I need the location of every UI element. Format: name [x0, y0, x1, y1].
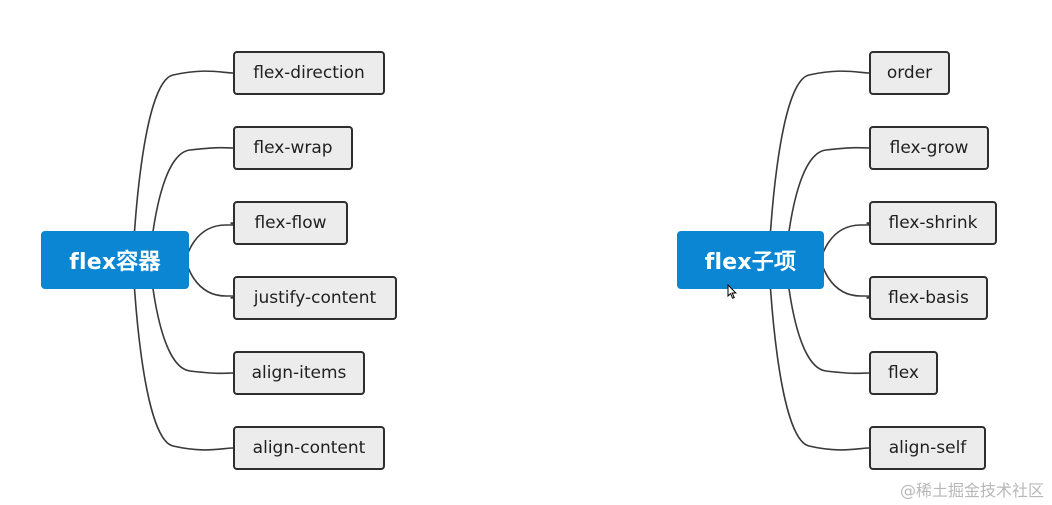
- leaf-node-align-self[interactable]: align-self: [869, 426, 986, 470]
- mouse-pointer-icon: [727, 284, 737, 299]
- leaf-node-justify-content[interactable]: justify-content: [233, 276, 397, 320]
- connector-line: [820, 222, 876, 261]
- root-node-flex-container[interactable]: flex容器: [41, 231, 189, 289]
- watermark-text: @稀土掘金技术社区: [899, 481, 1044, 500]
- leaf-node-flex-shrink[interactable]: flex-shrink: [869, 201, 997, 245]
- connector-line: [820, 259, 876, 299]
- leaf-node-align-items[interactable]: align-items: [233, 351, 365, 395]
- leaf-node-flex-grow[interactable]: flex-grow: [869, 126, 989, 170]
- connector-line: [185, 259, 241, 299]
- leaf-node-flex[interactable]: flex: [869, 351, 938, 395]
- leaf-node-flex-flow[interactable]: flex-flow: [233, 201, 348, 245]
- connector-line: [185, 222, 241, 261]
- leaf-node-flex-basis[interactable]: flex-basis: [869, 276, 988, 320]
- leaf-node-align-content[interactable]: align-content: [233, 426, 385, 470]
- leaf-node-flex-wrap[interactable]: flex-wrap: [233, 126, 353, 170]
- root-node-flex-item[interactable]: flex子项: [677, 231, 824, 289]
- leaf-node-flex-direction[interactable]: flex-direction: [233, 51, 385, 95]
- leaf-node-order[interactable]: order: [869, 51, 950, 95]
